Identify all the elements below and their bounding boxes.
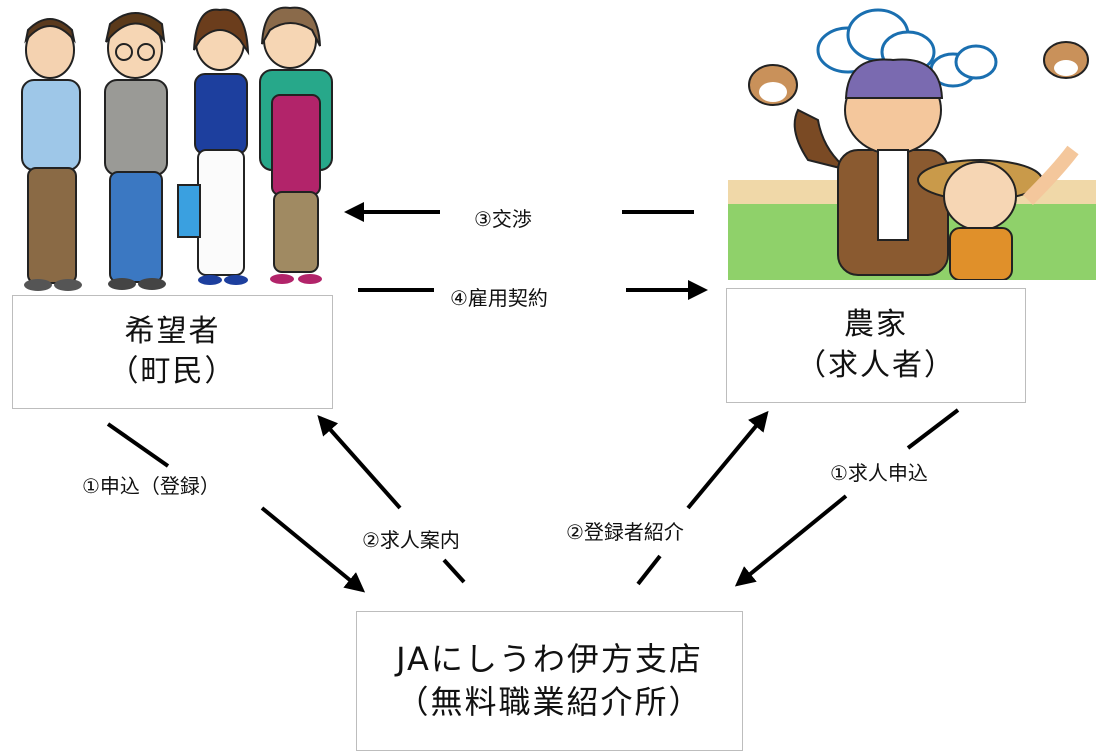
node-ja-subtitle: （無料職業紹介所） xyxy=(396,683,703,721)
node-farmer: 農家 （求人者） xyxy=(726,288,1026,403)
arrow-apply-seg2 xyxy=(260,506,366,593)
people-illustration xyxy=(21,6,333,291)
label-job-apply: ①求人申込 xyxy=(826,457,932,486)
node-applicant: 希望者 （町民） xyxy=(12,295,333,409)
node-farmer-title: 農家 xyxy=(844,307,908,342)
label-apply-register: ①申込（登録） xyxy=(78,470,224,499)
arrow-apply-seg1 xyxy=(106,422,170,468)
arrow-intro-seg1 xyxy=(636,554,662,586)
label-registrant-intro: ②登録者紹介 xyxy=(562,516,688,545)
arrow-job-apply-seg1 xyxy=(906,408,960,450)
label-job-guidance: ②求人案内 xyxy=(358,524,464,553)
node-ja-title: JAにしうわ伊方支店 xyxy=(396,639,703,678)
person-4 xyxy=(259,6,333,284)
sparrow-icon xyxy=(748,64,798,106)
arrow-guidance-seg2 xyxy=(317,415,402,510)
arrow-guidance-seg1 xyxy=(442,558,466,584)
farmers-illustration xyxy=(728,8,1096,280)
node-ja: JAにしうわ伊方支店 （無料職業紹介所） xyxy=(356,611,743,751)
arrow-job-apply-seg2 xyxy=(734,494,848,587)
person-3 xyxy=(177,8,250,285)
label-negotiation: ③交渉 xyxy=(470,203,536,232)
node-applicant-subtitle: （町民） xyxy=(108,354,237,389)
sparrow-icon-2 xyxy=(1043,41,1089,79)
person-2 xyxy=(104,12,168,290)
node-farmer-subtitle: （求人者） xyxy=(796,347,956,383)
arrow-intro-seg2 xyxy=(686,410,769,510)
person-1 xyxy=(21,18,82,291)
farmer-child xyxy=(917,145,1079,280)
node-applicant-title: 希望者 xyxy=(124,313,221,349)
label-contract: ④雇用契約 xyxy=(446,282,552,311)
